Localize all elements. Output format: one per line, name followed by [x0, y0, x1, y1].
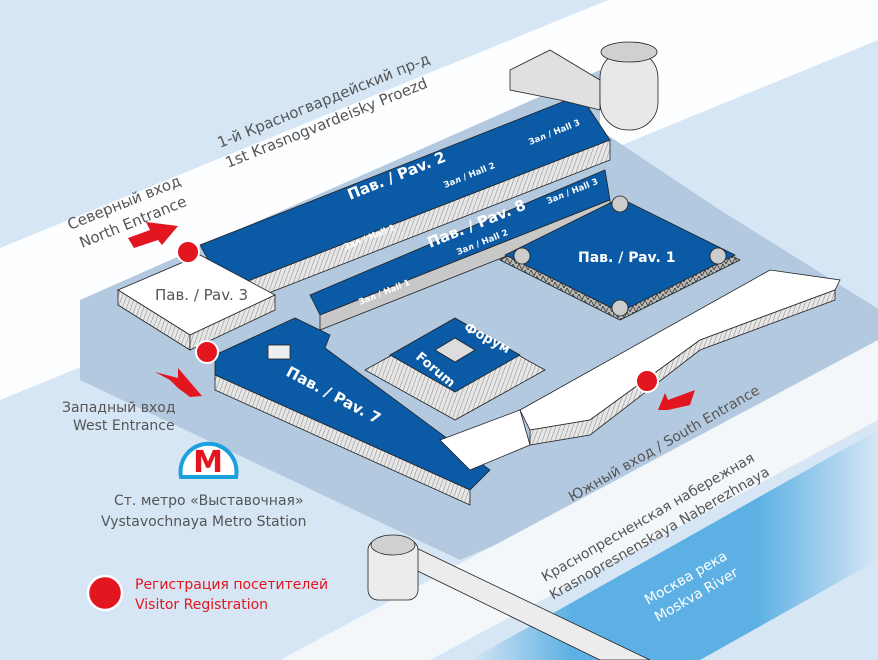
metro-station-ru: Ст. метро «Выставочная»: [114, 493, 304, 509]
registration-west-icon[interactable]: [195, 340, 219, 364]
northeast-tower: [509, 41, 659, 131]
legend: Регистрация посетителей Visitor Registra…: [86, 574, 328, 613]
north-entrance-arrow-icon[interactable]: [128, 222, 178, 248]
pav7-structure: [267, 344, 291, 360]
west-entrance-en: West Entrance: [73, 418, 175, 434]
legend-label-ru: Регистрация посетителей: [135, 577, 328, 593]
registration-south-icon[interactable]: [635, 369, 659, 393]
metro-logo-icon[interactable]: М: [178, 441, 239, 480]
metro-station-en: Vystavochnaya Metro Station: [101, 514, 306, 530]
pavilion-3[interactable]: Пав. / Pav. 3: [117, 254, 276, 351]
pav3-label: Пав. / Pav. 3: [155, 286, 248, 304]
metro-logo-letter: М: [193, 445, 223, 480]
metro-connector: [367, 534, 651, 660]
pavilion-2[interactable]: Пав. / Pav. 2 Зал / Hall 1 Зал / Hall 2 …: [199, 94, 611, 311]
pavilion-7[interactable]: Пав. / Pav. 7: [214, 317, 491, 506]
south-entrance-arrow-icon[interactable]: [658, 390, 695, 410]
site-area: [80, 70, 878, 560]
south-gallery: [439, 269, 841, 471]
forum[interactable]: Форум Forum: [364, 317, 546, 421]
pav1-label: Пав. / Pav. 1: [578, 250, 675, 266]
legend-registration-icon: [86, 574, 124, 612]
legend-label-en: Visitor Registration: [135, 597, 268, 613]
west-entrance-arrow-icon[interactable]: [155, 368, 202, 397]
west-entrance-ru: Западный вход: [62, 400, 176, 416]
pav1-tower-icon: [709, 247, 727, 265]
pavilion-1[interactable]: Пав. / Pav. 1: [499, 195, 741, 321]
moskva-river: [470, 430, 878, 660]
pav1-tower-icon: [611, 195, 629, 213]
south-road: [280, 340, 878, 660]
registration-north-icon[interactable]: [176, 240, 200, 264]
pav1-tower-icon: [611, 299, 629, 317]
pav1-tower-icon: [513, 247, 531, 265]
